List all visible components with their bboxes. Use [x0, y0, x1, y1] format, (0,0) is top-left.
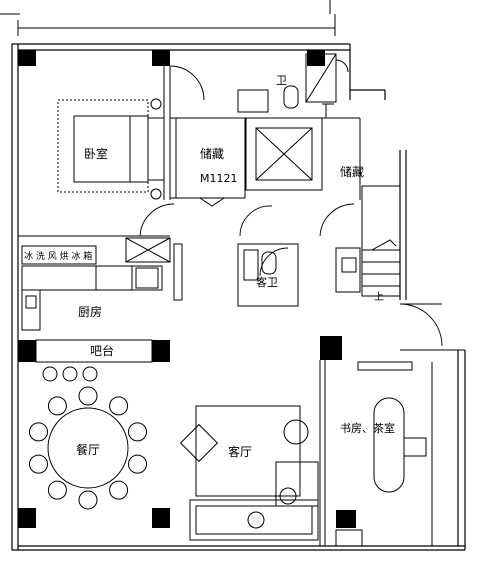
study-area: [335, 349, 465, 547]
label-door-code: M1121: [200, 172, 238, 185]
label-wc-top: 卫: [276, 74, 287, 87]
dining-chair: [128, 454, 147, 474]
label-storage-center: 储藏: [200, 146, 224, 161]
kitchen-area: [21, 237, 183, 331]
label-appliances: 冰 洗 风 烘 冰 箱: [24, 250, 92, 262]
dining-chair: [47, 480, 67, 500]
dining-chair: [128, 422, 147, 442]
door-swings: [139, 203, 443, 347]
label-dining: 餐厅: [76, 442, 100, 457]
label-guest-wc: 客卫: [256, 275, 278, 289]
label-kitchen: 厨房: [78, 304, 102, 319]
dining-chair: [47, 396, 67, 416]
label-storage-right: 储藏: [340, 164, 364, 179]
dining-chair: [29, 454, 48, 474]
stair-area: [322, 117, 401, 297]
living-area: [179, 360, 326, 546]
label-bedroom: 卧室: [84, 146, 108, 161]
dining-chair: [109, 480, 129, 500]
bedroom-area: [18, 65, 205, 237]
label-study-tea: 书房、茶室: [340, 421, 395, 435]
dining-chair: [78, 386, 98, 406]
storage-room: [169, 117, 246, 207]
label-bar: 吧台: [90, 343, 114, 358]
label-stair-up: 上: [374, 291, 384, 303]
exterior-walls: [11, 43, 466, 551]
guest-bathroom: [237, 243, 361, 307]
top-bathroom: [237, 53, 349, 118]
dimension-line: [0, 0, 336, 36]
elevator-shaft: [245, 117, 323, 191]
label-living: 客厅: [228, 444, 252, 459]
bar-counter: [35, 339, 153, 382]
dining-chair: [109, 396, 129, 416]
dining-chair: [29, 422, 48, 442]
structural-columns: [18, 50, 356, 528]
dining-chair: [78, 490, 98, 510]
dining-set: [29, 386, 147, 510]
